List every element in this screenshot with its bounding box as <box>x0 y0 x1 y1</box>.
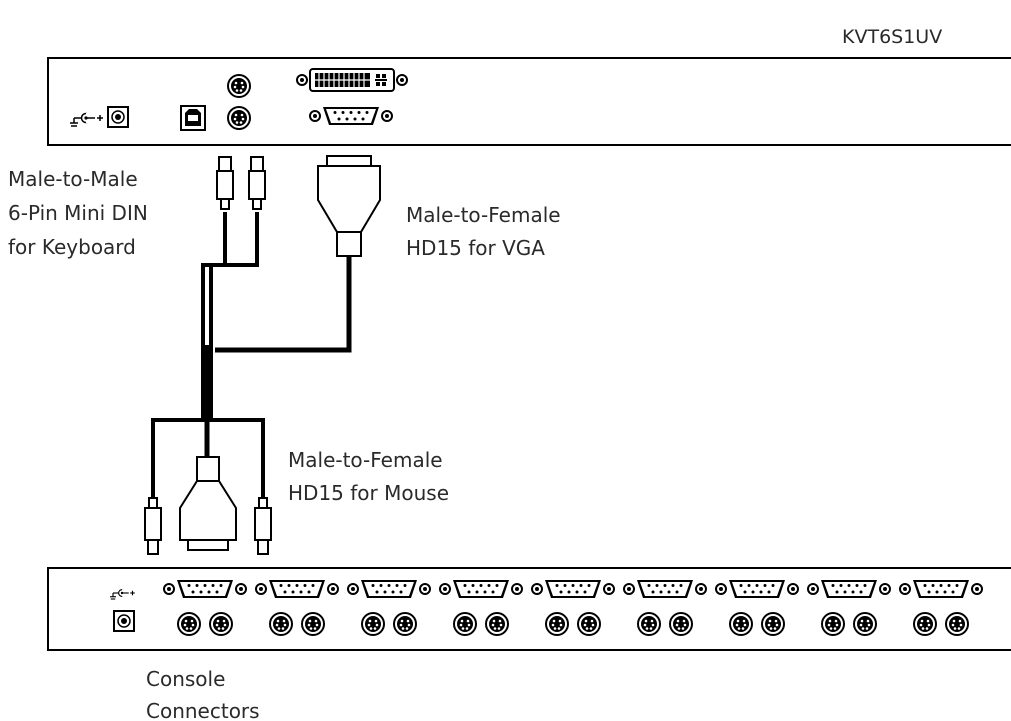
mini-din-plug-icon <box>216 156 234 210</box>
console-port-group <box>715 579 799 636</box>
ps2-port-icon <box>361 612 385 636</box>
cable-bundle <box>151 212 352 500</box>
label-line: Male-to-Female <box>288 448 443 472</box>
vga-port-icon <box>163 579 247 599</box>
ps2-port-icon <box>227 106 251 130</box>
vga-port-icon <box>309 106 393 126</box>
label-line: Console <box>146 667 225 691</box>
console-port-group <box>623 579 707 636</box>
ps2-port-icon <box>821 612 845 636</box>
mini-din-plug-icon <box>248 156 266 210</box>
label-line: for Keyboard <box>8 235 136 259</box>
console-port-group <box>347 579 431 636</box>
ps2-port-icon <box>853 612 877 636</box>
label-line: Male-to-Male <box>8 167 138 191</box>
dc-power-jack-icon <box>107 106 129 128</box>
vga-port-icon <box>623 579 707 599</box>
power-symbol-icon <box>109 588 136 600</box>
ps2-port-icon <box>945 612 969 636</box>
ps2-port-icon <box>177 612 201 636</box>
keyboard-cable-label: Male-to-Male 6-Pin Mini DIN for Keyboard <box>8 167 154 259</box>
bottom-panel <box>47 567 1011 651</box>
label-line: HD15 for Mouse <box>288 481 449 505</box>
model-label: KVT6S1UV <box>842 26 942 48</box>
console-port-group <box>531 579 615 636</box>
top-panel <box>47 57 1011 146</box>
ps2-port-icon <box>269 612 293 636</box>
vga-port-icon <box>715 579 799 599</box>
vga-port-icon <box>899 579 983 599</box>
ps2-port-icon <box>209 612 233 636</box>
vga-port-icon <box>347 579 431 599</box>
label-line: 6-Pin Mini DIN <box>8 201 148 225</box>
ps2-port-icon <box>729 612 753 636</box>
vga-port-icon <box>807 579 891 599</box>
ps2-port-icon <box>485 612 509 636</box>
vga-plug-icon <box>317 155 381 257</box>
ps2-port-icon <box>301 612 325 636</box>
usb-b-port-icon <box>180 105 206 131</box>
dvi-port-icon <box>296 68 408 92</box>
ps2-port-icon <box>393 612 417 636</box>
vga-port-icon <box>439 579 523 599</box>
ps2-port-icon <box>545 612 569 636</box>
vga-port-icon <box>255 579 339 599</box>
ps2-port-icon <box>227 74 251 98</box>
console-port-group <box>439 579 523 636</box>
label-line: Connectors <box>146 699 260 721</box>
label-line: HD15 for VGA <box>406 236 545 260</box>
console-port-group <box>899 579 983 636</box>
mini-din-plug-icon <box>254 497 272 555</box>
ps2-port-icon <box>637 612 661 636</box>
console-port-group <box>255 579 339 636</box>
vga-plug-icon <box>179 456 237 551</box>
ps2-port-icon <box>761 612 785 636</box>
ps2-port-icon <box>577 612 601 636</box>
ps2-port-icon <box>669 612 693 636</box>
ps2-port-icon <box>913 612 937 636</box>
ps2-port-icon <box>453 612 477 636</box>
console-port-group <box>807 579 891 636</box>
mouse-cable-label: Male-to-Female HD15 for Mouse <box>288 448 449 505</box>
vga-cable-label: Male-to-Female HD15 for VGA <box>406 203 567 260</box>
power-symbol-icon <box>69 112 104 127</box>
dc-power-jack-icon <box>113 610 135 632</box>
vga-port-icon <box>531 579 615 599</box>
console-connectors-label: Console Connectors <box>146 667 260 721</box>
console-port-group <box>163 579 247 636</box>
label-line: Male-to-Female <box>406 203 561 227</box>
mini-din-plug-icon <box>144 497 162 555</box>
